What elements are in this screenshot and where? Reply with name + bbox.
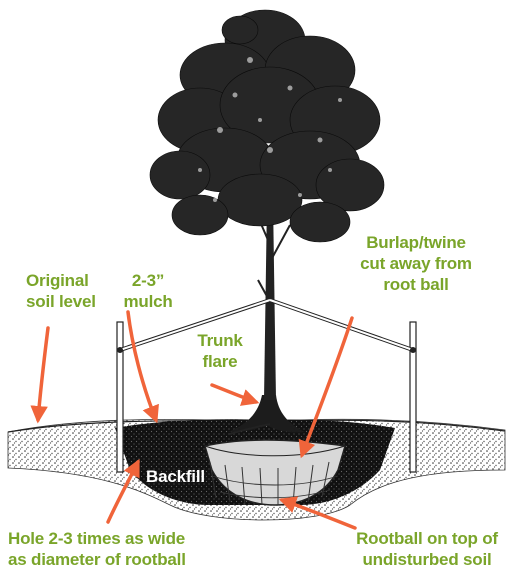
stake-left bbox=[117, 322, 123, 472]
label-backfill: Backfill bbox=[146, 466, 205, 487]
label-rootball: Rootball on top of undisturbed soil bbox=[348, 528, 506, 570]
arrow-trunk-flare bbox=[212, 385, 256, 402]
label-hole: Hole 2-3 times as wide as diameter of ro… bbox=[8, 528, 186, 570]
label-mulch: 2-3” mulch bbox=[118, 270, 178, 312]
stake-right bbox=[410, 322, 416, 472]
label-original-soil: Original soil level bbox=[26, 270, 96, 312]
arrow-original-soil bbox=[38, 328, 48, 420]
tree-canopy bbox=[150, 10, 384, 242]
label-trunk-flare: Trunk flare bbox=[190, 330, 250, 372]
label-burlap: Burlap/twine cut away from root ball bbox=[352, 232, 480, 295]
arrow-mulch bbox=[128, 312, 156, 420]
